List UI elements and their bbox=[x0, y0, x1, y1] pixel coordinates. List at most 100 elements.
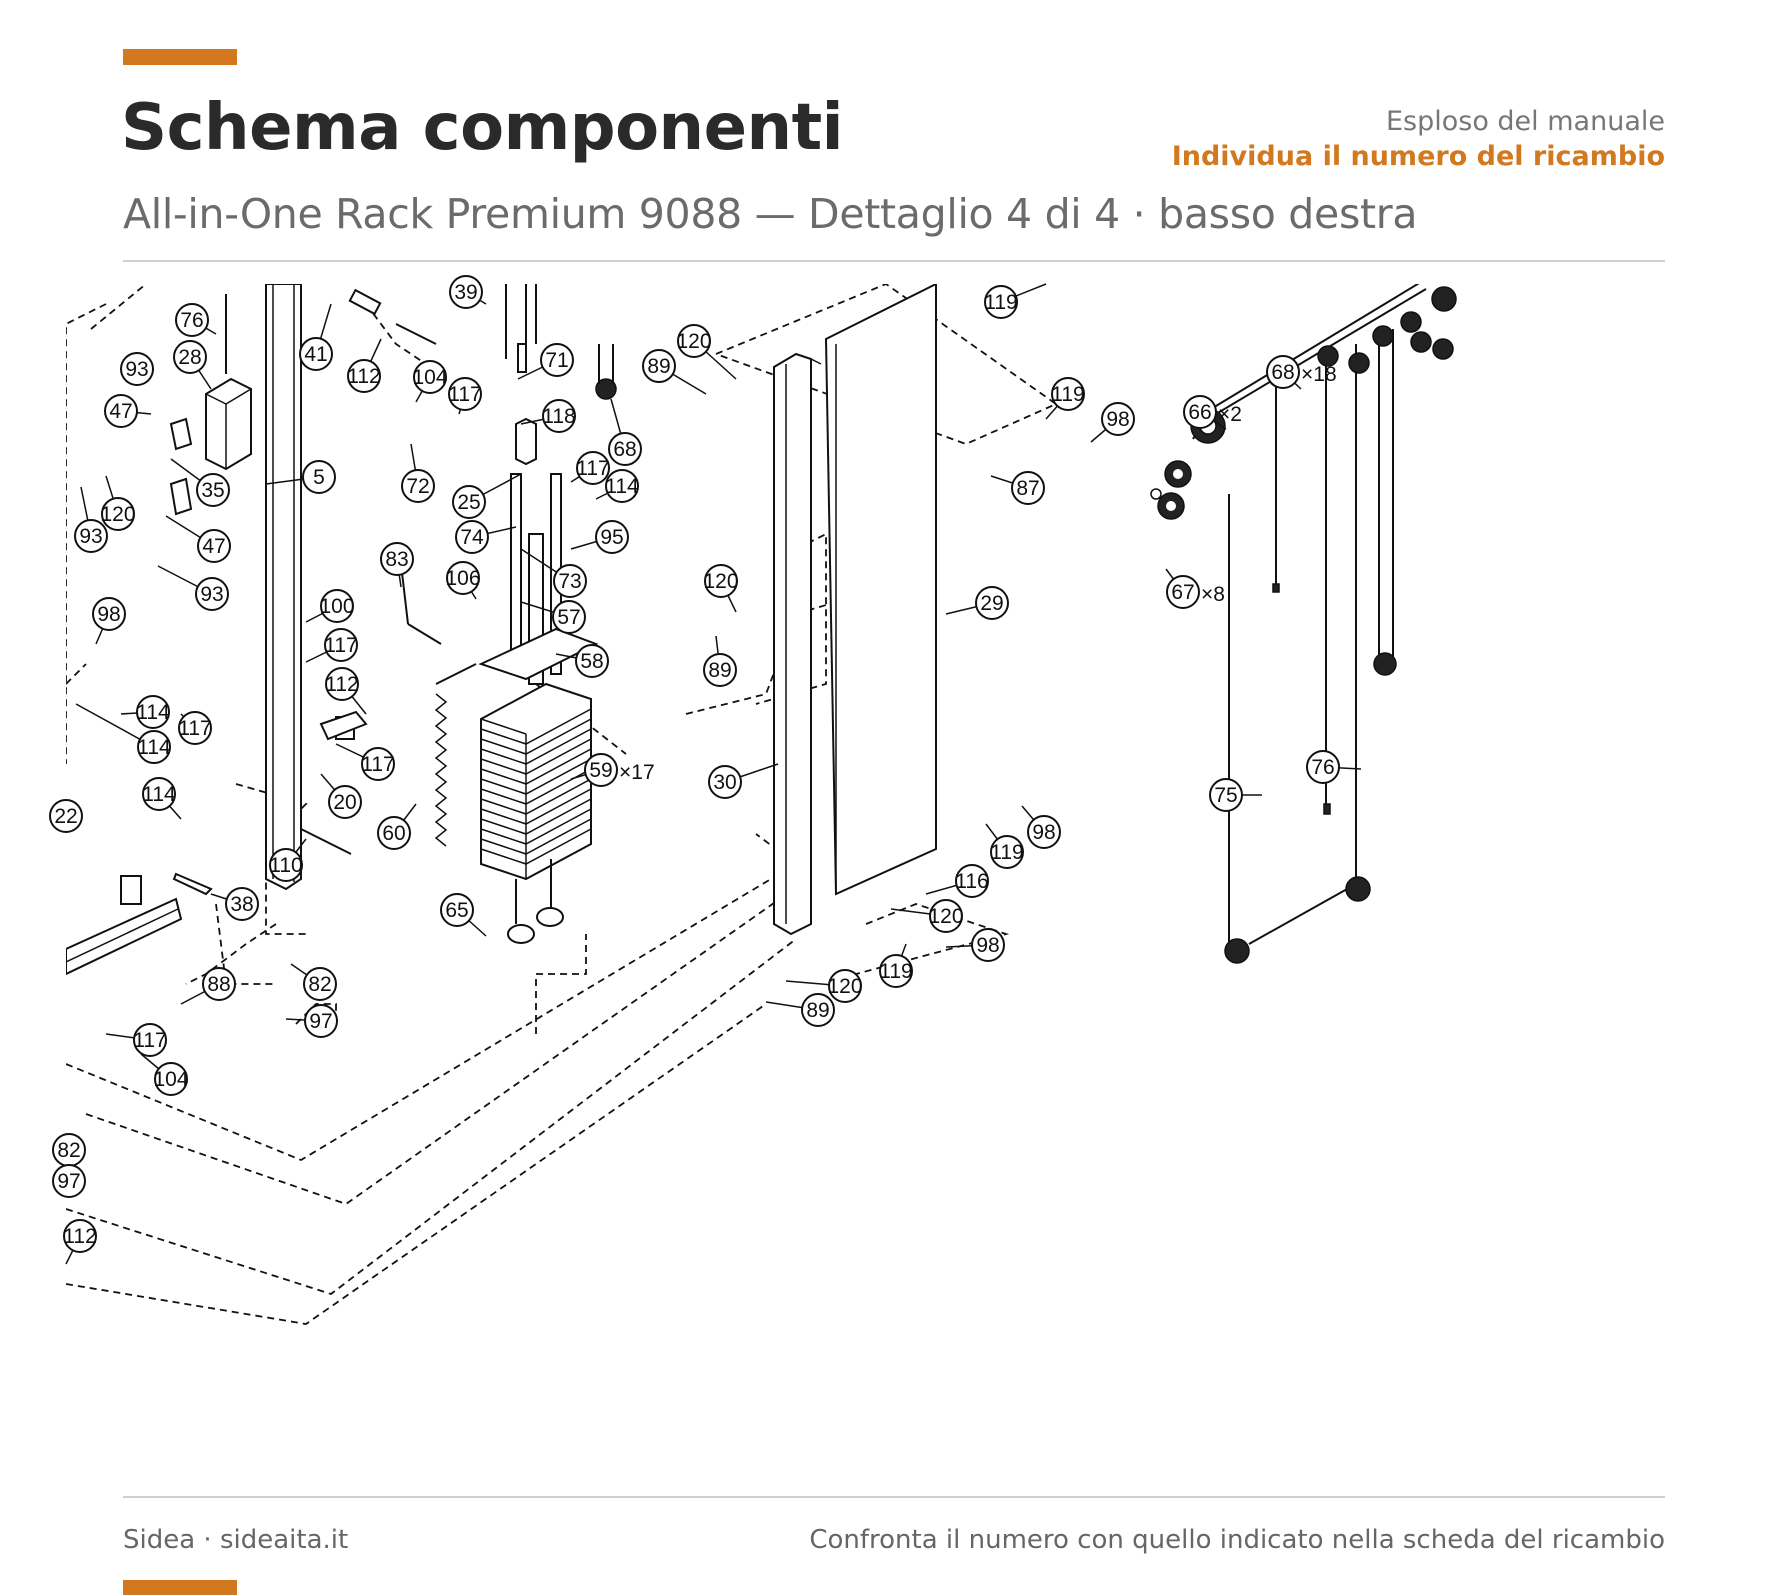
callout-106: 106 bbox=[445, 561, 481, 600]
callout-89: 89 bbox=[765, 993, 835, 1027]
callout-circle bbox=[299, 337, 333, 371]
callout-66: 66×2 bbox=[1183, 395, 1242, 430]
callout-114: 114 bbox=[120, 695, 170, 729]
callout-number: 59 bbox=[589, 759, 612, 782]
callout-number: 57 bbox=[557, 606, 580, 629]
callout-112: 112 bbox=[325, 667, 367, 715]
callout-74: 74 bbox=[455, 520, 517, 554]
callout-number: 104 bbox=[412, 366, 447, 389]
callout-number: 88 bbox=[207, 973, 230, 996]
callout-circle bbox=[703, 653, 737, 687]
callout-circle bbox=[413, 360, 447, 394]
callout-circle bbox=[196, 473, 230, 507]
callout-118: 118 bbox=[520, 399, 576, 433]
callout-104: 104 bbox=[140, 1053, 189, 1096]
callout-112: 112 bbox=[63, 1219, 97, 1265]
callout-circle bbox=[361, 747, 395, 781]
callout-circle bbox=[197, 529, 231, 563]
callout-circle bbox=[642, 349, 676, 383]
callout-114: 114 bbox=[142, 777, 182, 820]
footer-brand: Sidea · sideaita.it bbox=[123, 1525, 349, 1555]
callout-number: 98 bbox=[1032, 821, 1055, 844]
callout-104: 104 bbox=[412, 360, 448, 403]
callout-number: 25 bbox=[457, 491, 480, 514]
callout-circle bbox=[52, 1164, 86, 1198]
callout-117: 117 bbox=[105, 1023, 167, 1057]
callout-65: 65 bbox=[440, 893, 487, 937]
callout-number: 93 bbox=[200, 583, 223, 606]
callout-number: 68 bbox=[1271, 361, 1294, 384]
callout-circle bbox=[1027, 815, 1061, 849]
callout-28: 28 bbox=[173, 340, 212, 390]
callout-circle bbox=[440, 893, 474, 927]
callout-number: 98 bbox=[1106, 408, 1129, 431]
callout-circle bbox=[1306, 750, 1340, 784]
callout-number: 38 bbox=[230, 893, 253, 916]
callout-number: 82 bbox=[308, 973, 331, 996]
callout-83: 83 bbox=[380, 542, 414, 588]
callout-20: 20 bbox=[320, 773, 362, 819]
callout-circle bbox=[175, 303, 209, 337]
callout-circle bbox=[120, 352, 154, 386]
upright-holes bbox=[272, 284, 295, 882]
callout-circle bbox=[708, 765, 742, 799]
callout-number: 114 bbox=[136, 701, 170, 724]
callout-68: 68×18 bbox=[1266, 355, 1337, 390]
callout-87: 87 bbox=[990, 471, 1045, 505]
callout-circle bbox=[303, 967, 337, 1001]
page-title: Schema componenti bbox=[121, 91, 844, 165]
callout-number: 97 bbox=[309, 1010, 332, 1033]
callout-25: 25 bbox=[452, 473, 522, 519]
callout-number: 29 bbox=[980, 592, 1003, 615]
callout-120: 120 bbox=[703, 564, 739, 613]
callout-circle bbox=[269, 848, 303, 882]
callout-number: 104 bbox=[153, 1068, 188, 1091]
callout-circle bbox=[304, 1004, 338, 1038]
callout-circle bbox=[801, 993, 835, 1027]
callout-98: 98 bbox=[1021, 805, 1061, 849]
callout-number: 93 bbox=[125, 358, 148, 381]
callout-circle bbox=[173, 340, 207, 374]
callout-circle bbox=[990, 835, 1024, 869]
callout-circle bbox=[380, 542, 414, 576]
callout-number: 35 bbox=[201, 479, 224, 502]
callout-circle bbox=[540, 343, 574, 377]
callout-circle bbox=[178, 711, 212, 745]
callout-circle bbox=[455, 520, 489, 554]
callout-117: 117 bbox=[178, 711, 212, 745]
callout-number: 58 bbox=[580, 650, 603, 673]
callout-89: 89 bbox=[703, 635, 737, 687]
callout-35: 35 bbox=[170, 458, 230, 507]
callout-41: 41 bbox=[299, 303, 333, 371]
weight-plates bbox=[480, 682, 592, 881]
callout-number: 41 bbox=[304, 343, 327, 366]
header-kicker: Esploso del manuale bbox=[1385, 106, 1665, 137]
callout-number: 89 bbox=[806, 999, 829, 1022]
callout-number: 20 bbox=[333, 791, 356, 814]
callout-76: 76 bbox=[175, 303, 217, 337]
callout-circle bbox=[575, 644, 609, 678]
callout-circle bbox=[677, 324, 711, 358]
callout-circle bbox=[74, 519, 108, 553]
callout-number: 117 bbox=[178, 717, 211, 740]
callout-number: 100 bbox=[319, 595, 354, 618]
callout-number: 47 bbox=[109, 400, 132, 423]
callout-number: 82 bbox=[57, 1139, 80, 1162]
callout-number: 76 bbox=[1311, 756, 1334, 779]
callout-circle bbox=[879, 954, 913, 988]
callout-number: 110 bbox=[269, 854, 302, 877]
callout-number: 73 bbox=[558, 570, 581, 593]
callout-circle bbox=[347, 359, 381, 393]
callout-82: 82 bbox=[290, 963, 337, 1001]
accent-bar-top bbox=[123, 49, 237, 65]
callout-circle bbox=[195, 577, 229, 611]
callout-circle bbox=[63, 1219, 97, 1253]
callout-number: 98 bbox=[97, 603, 120, 626]
callout-number: 28 bbox=[178, 346, 201, 369]
callout-98: 98 bbox=[945, 928, 1005, 962]
callout-number: 66 bbox=[1188, 401, 1211, 424]
callout-114: 114 bbox=[595, 469, 639, 503]
callout-120: 120 bbox=[890, 899, 964, 933]
callout-number: 87 bbox=[1016, 477, 1039, 500]
